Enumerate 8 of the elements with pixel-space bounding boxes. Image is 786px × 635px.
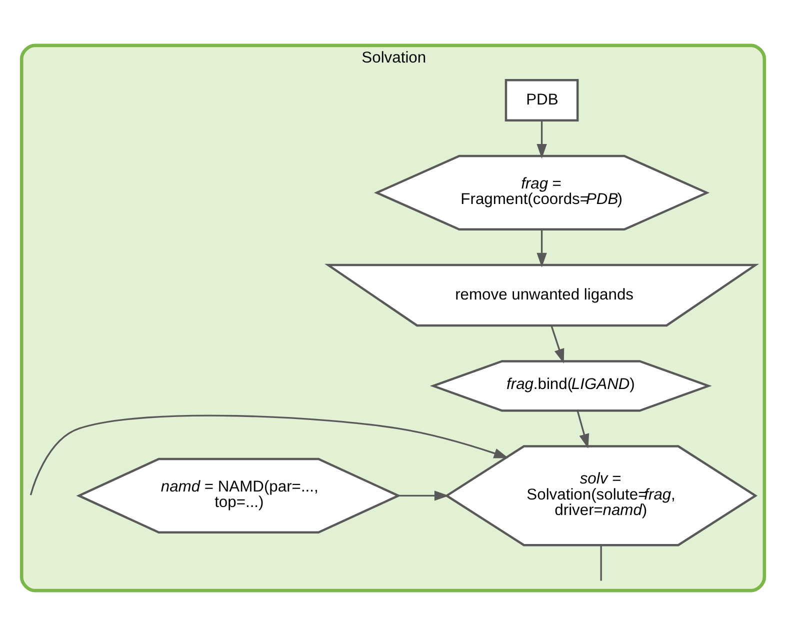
arrow [398, 490, 449, 500]
arrow [576, 410, 590, 448]
arrow [550, 325, 564, 363]
arrow [30, 414, 508, 495]
arrow [536, 120, 547, 158]
node-box: PDB [504, 78, 579, 121]
arrow [536, 228, 547, 267]
connector [600, 544, 602, 580]
